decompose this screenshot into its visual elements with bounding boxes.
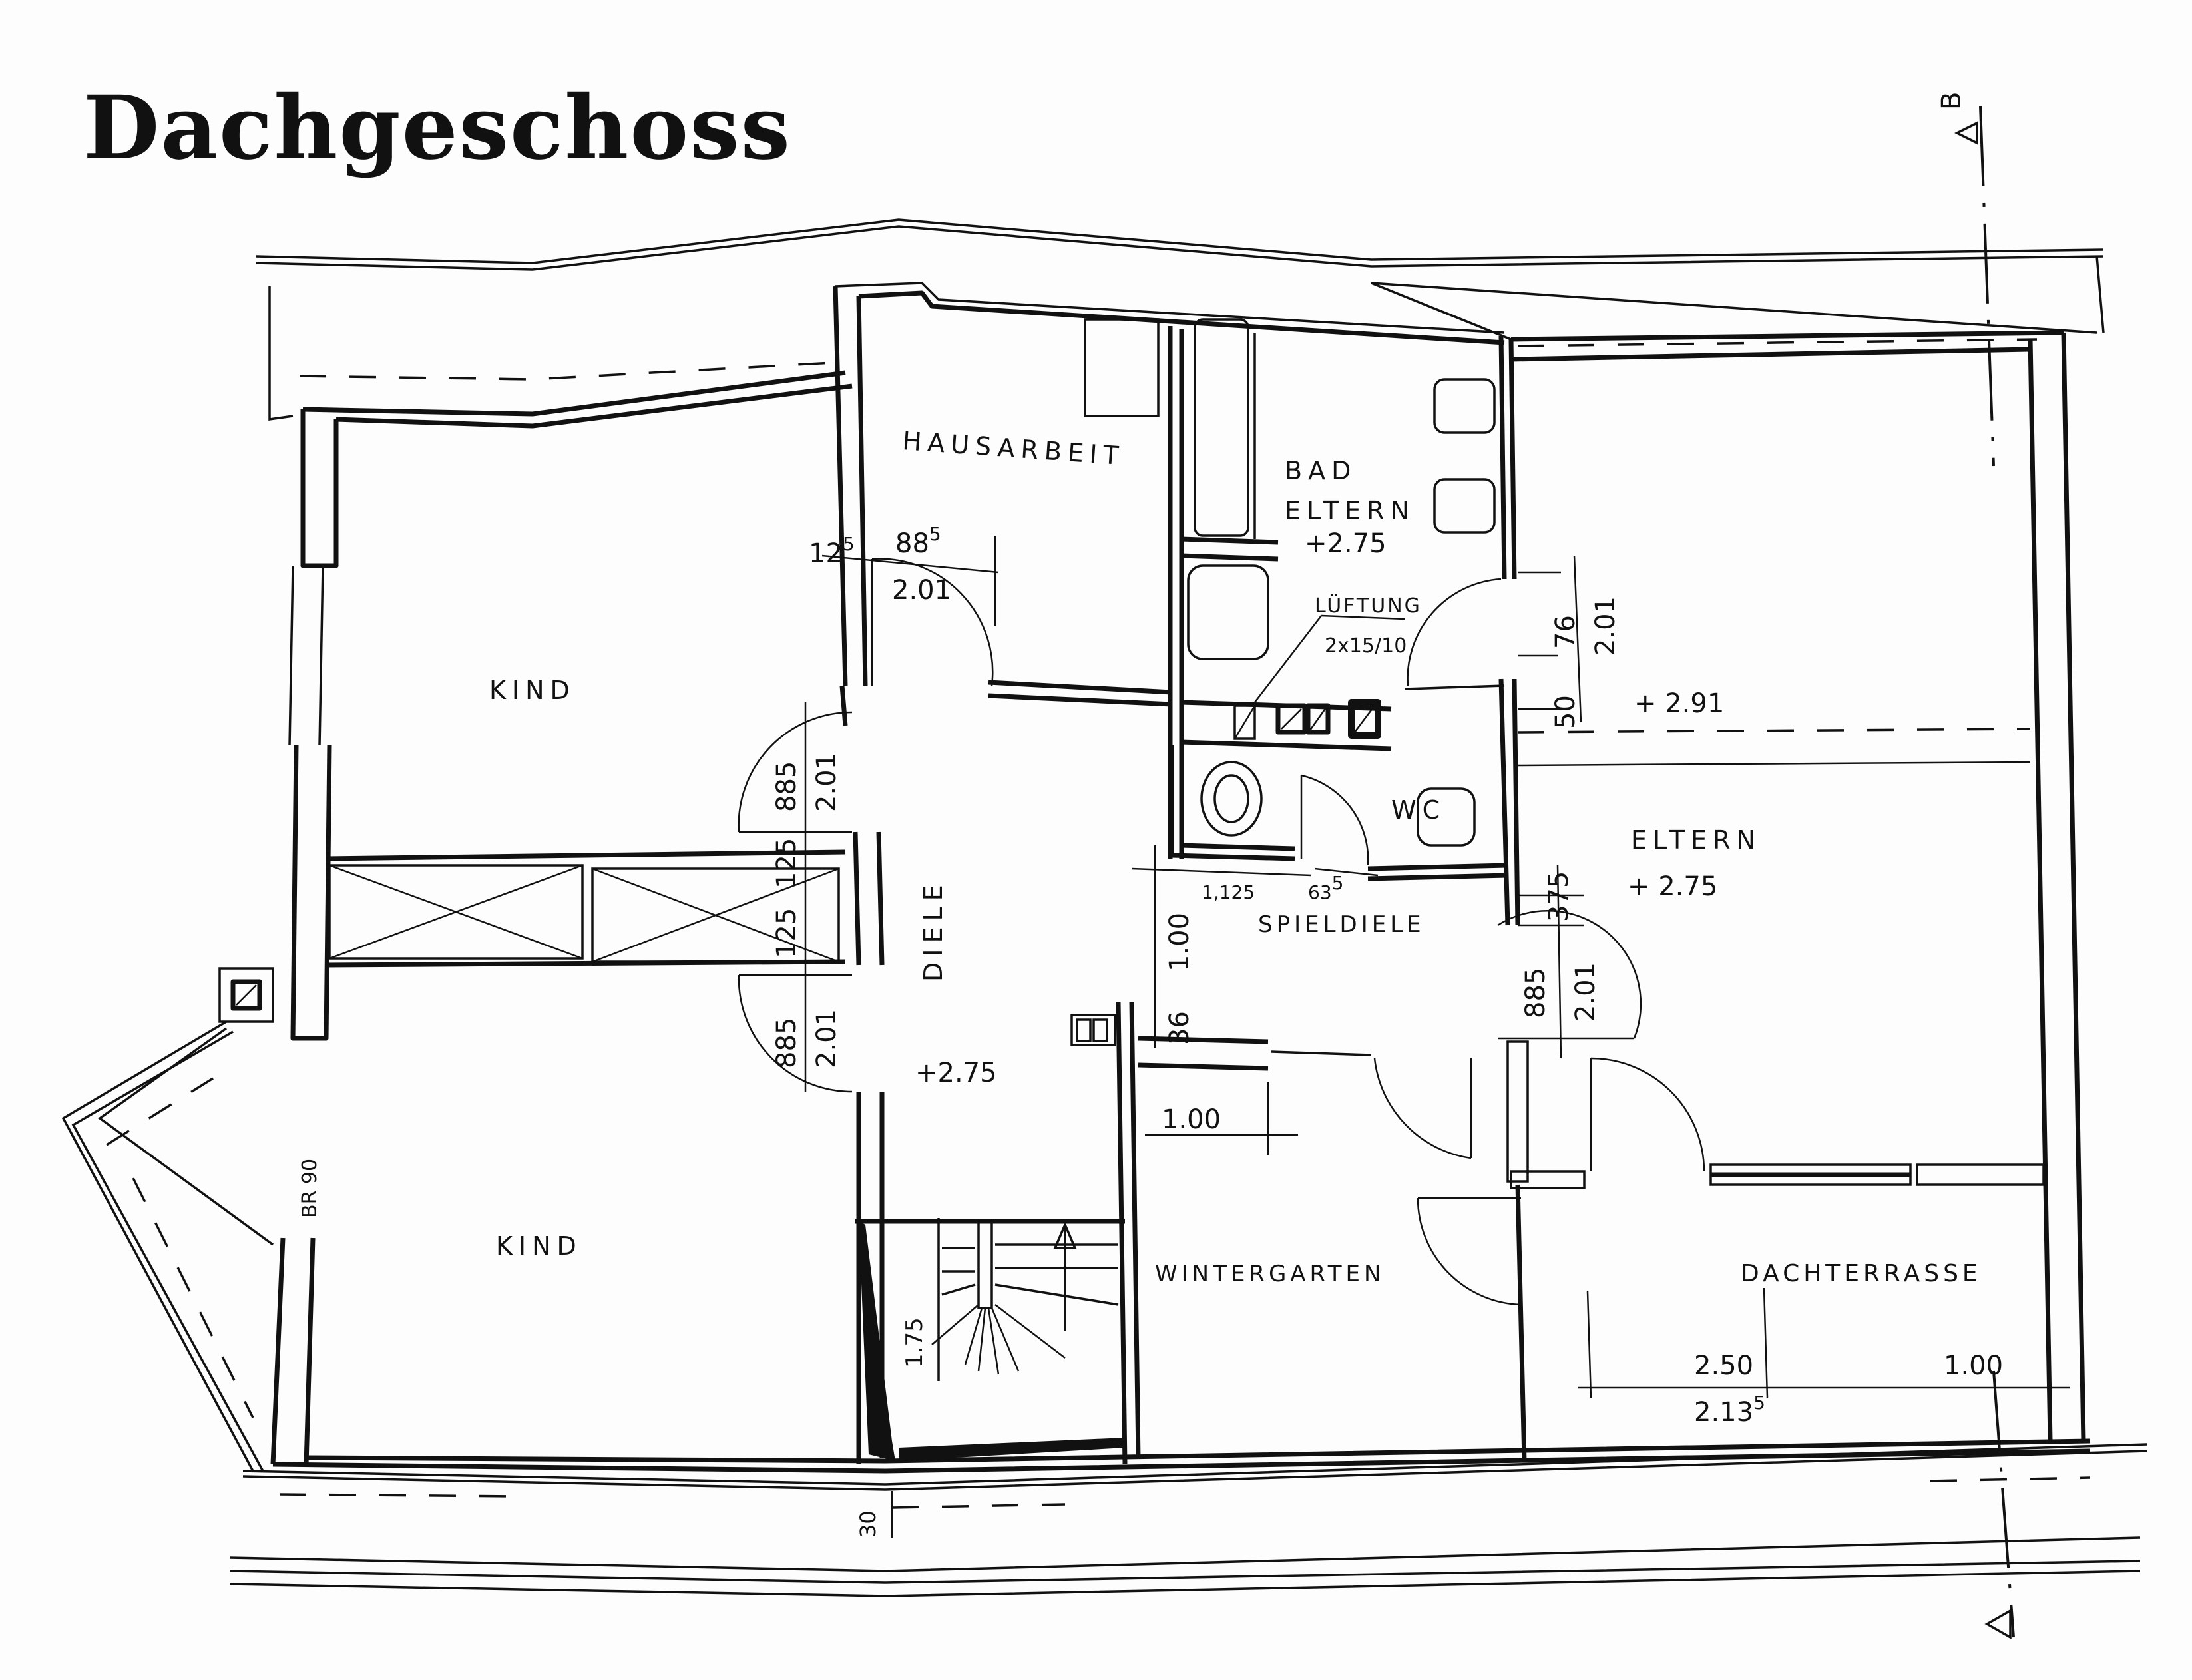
diele-height: +2.75 — [915, 1058, 997, 1088]
room-label-bad: BAD — [1285, 456, 1357, 485]
bad-height: +2.75 — [1305, 528, 1387, 559]
dim-hausarbeit-door-width: 885 — [895, 523, 941, 559]
room-label-hausarbeit: HAUSARBEIT — [901, 426, 1125, 471]
dim-stair-1-75: 1.75 — [901, 1317, 928, 1368]
lueftung-label: LÜFTUNG — [1315, 594, 1422, 618]
dim-kind-bottom-door-height: 2.01 — [811, 1009, 842, 1068]
staircase[interactable] — [855, 1218, 1125, 1461]
dim-wall-125-lower: 125 — [771, 908, 802, 958]
dim-eltern-50: 50 — [1550, 695, 1581, 729]
bay-window — [61, 967, 274, 1472]
dim-outer-30: 30 — [855, 1510, 881, 1538]
room-label-diele: DIELE — [919, 879, 948, 982]
closets — [326, 849, 846, 968]
room-label-wc: WC — [1391, 795, 1446, 825]
room-label-eltern: ELTERN — [1631, 825, 1761, 855]
eltern-walls — [1497, 728, 2031, 1040]
dim-hausarbeit-wall: 125 — [809, 533, 855, 569]
lueftung-size: 2x15/10 — [1325, 634, 1407, 658]
plan-title: Dachgeschoss — [83, 77, 791, 180]
dim-eltern-76: 76 — [1550, 615, 1581, 649]
room-label-bad-eltern: ELTERN — [1285, 496, 1415, 525]
dim-eltern-door-width: 885 — [1520, 968, 1551, 1018]
hausarbeit-walls — [988, 318, 1184, 859]
dim-hausarbeit-door-height: 2.01 — [892, 575, 951, 606]
eltern-height: + 2.75 — [1628, 871, 1717, 902]
dim-terrace-2-13: 2.135 — [1694, 1392, 1765, 1428]
dim-kind-top-door-height: 2.01 — [811, 753, 842, 812]
dim-wintergarten-1-00: 1.00 — [1162, 1104, 1221, 1135]
door-arcs — [738, 558, 994, 1093]
roof-eave-bottom — [229, 1443, 2147, 1597]
dim-terrace-1-00: 1.00 — [1944, 1351, 2003, 1381]
section-line-b: B — [1936, 92, 2015, 1640]
dim-spieldiele-63: 635 — [1308, 872, 1343, 903]
dim-spieldiele-1-00: 1.00 — [1164, 913, 1195, 972]
room-label-kind-top: KIND — [489, 676, 576, 705]
dimension-lines — [804, 536, 2070, 1538]
dim-wall-125-upper: 125 — [771, 838, 802, 889]
section-marker-label: B — [1936, 92, 1967, 110]
dim-eltern-2-01: 2.01 — [1590, 596, 1621, 656]
roof-eave-top — [256, 218, 2105, 421]
dim-spieldiele-36: 36 — [1164, 1011, 1195, 1045]
eltern-height-upper: + 2.91 — [1634, 688, 1724, 719]
room-label-kind-bottom: KIND — [496, 1231, 582, 1261]
room-label-wintergarten: WINTERGARTEN — [1155, 1261, 1385, 1287]
room-label-dachterrasse: DACHTERRASSE — [1741, 1260, 1982, 1287]
dim-spieldiele-1125: 1,125 — [1202, 881, 1255, 903]
dim-eltern-door-height: 2.01 — [1570, 962, 1601, 1022]
dim-kind-top-door-width: 885 — [771, 761, 802, 812]
dim-window-br90: BR 90 — [298, 1159, 322, 1218]
dim-terrace-2-50: 2.50 — [1694, 1351, 1753, 1381]
wc-fixtures — [1169, 678, 1520, 926]
room-label-spieldiele: SPIELDIELE — [1258, 911, 1425, 938]
dim-kind-bottom-door-width: 885 — [771, 1018, 802, 1068]
wintergarten-walls — [1070, 1001, 2045, 1465]
exterior-walls — [270, 282, 2091, 1474]
dim-eltern-375: 375 — [1544, 871, 1574, 922]
bathroom-fixtures — [1181, 318, 1517, 751]
